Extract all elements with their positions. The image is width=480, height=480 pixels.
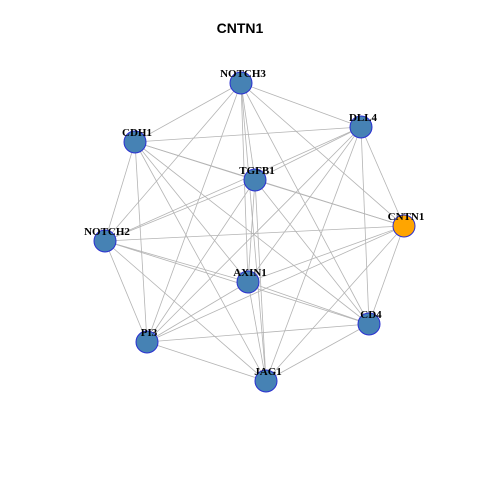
- edge-axin1-cd4: [247, 281, 370, 325]
- edge-layer: [104, 82, 405, 382]
- node-label-cdh1: CDH1: [122, 127, 152, 139]
- edge-cdh1-cd4: [134, 141, 370, 325]
- edge-axin1-pi3: [146, 281, 249, 343]
- edge-tgfb1-pi3: [146, 179, 256, 343]
- edge-notch3-tgfb1: [240, 82, 256, 181]
- graph-title: CNTN1: [216, 20, 264, 36]
- label-layer: NOTCH3DLL4CDH1TGFB1CNTN1NOTCH2AXIN1CD4PI…: [84, 68, 424, 378]
- edge-cdh1-notch2: [104, 141, 136, 242]
- node-notch2[interactable]: [93, 229, 117, 253]
- edge-dll4-cdh1: [134, 126, 362, 143]
- node-jag1[interactable]: [254, 369, 278, 393]
- node-cdh1[interactable]: [123, 130, 147, 154]
- node-label-pi3: PI3: [141, 327, 158, 339]
- edge-notch3-cdh1: [134, 82, 242, 143]
- node-label-notch3: NOTCH3: [220, 68, 266, 80]
- node-label-notch2: NOTCH2: [84, 226, 130, 238]
- edge-notch2-axin1: [104, 240, 249, 283]
- edge-pi3-jag1: [146, 341, 267, 382]
- edge-notch3-jag1: [240, 82, 267, 382]
- node-notch3[interactable]: [229, 71, 253, 95]
- node-axin1[interactable]: [236, 270, 260, 294]
- node-tgfb1[interactable]: [243, 168, 267, 192]
- edge-notch3-dll4: [240, 82, 362, 128]
- node-label-cd4: CD4: [360, 309, 382, 321]
- edge-notch2-jag1: [104, 240, 267, 382]
- edge-cd4-pi3: [146, 323, 370, 343]
- node-label-jag1: JAG1: [254, 366, 282, 378]
- node-label-tgfb1: TGFB1: [239, 165, 274, 177]
- node-layer: [93, 71, 416, 393]
- edge-tgfb1-jag1: [254, 179, 267, 382]
- edge-axin1-jag1: [247, 281, 267, 382]
- node-dll4[interactable]: [349, 115, 373, 139]
- edge-cntn1-axin1: [247, 225, 405, 283]
- edge-tgfb1-notch2: [104, 179, 256, 242]
- node-cd4[interactable]: [357, 312, 381, 336]
- edge-cd4-jag1: [265, 323, 370, 382]
- edge-notch2-pi3: [104, 240, 148, 343]
- node-cntn1[interactable]: [392, 214, 416, 238]
- node-label-cntn1: CNTN1: [388, 211, 425, 223]
- edge-cntn1-pi3: [146, 225, 405, 343]
- edge-dll4-cd4: [360, 126, 370, 325]
- edge-cntn1-cd4: [368, 225, 405, 325]
- edge-tgfb1-cntn1: [254, 179, 405, 227]
- edge-dll4-cntn1: [360, 126, 405, 227]
- edge-cdh1-axin1: [134, 141, 249, 283]
- edge-dll4-axin1: [247, 126, 362, 283]
- edge-dll4-notch2: [104, 126, 362, 242]
- edge-notch3-notch2: [104, 82, 242, 242]
- edge-cntn1-notch2: [104, 225, 405, 242]
- edge-cdh1-pi3: [134, 141, 148, 343]
- edge-tgfb1-axin1: [247, 179, 256, 283]
- edge-dll4-tgfb1: [254, 126, 362, 181]
- node-pi3[interactable]: [135, 330, 159, 354]
- edge-notch3-cntn1: [240, 82, 405, 227]
- edge-notch3-pi3: [146, 82, 242, 343]
- edge-tgfb1-cd4: [254, 179, 370, 325]
- node-label-dll4: DLL4: [349, 112, 378, 124]
- node-label-axin1: AXIN1: [233, 267, 267, 279]
- edge-cntn1-jag1: [265, 225, 405, 382]
